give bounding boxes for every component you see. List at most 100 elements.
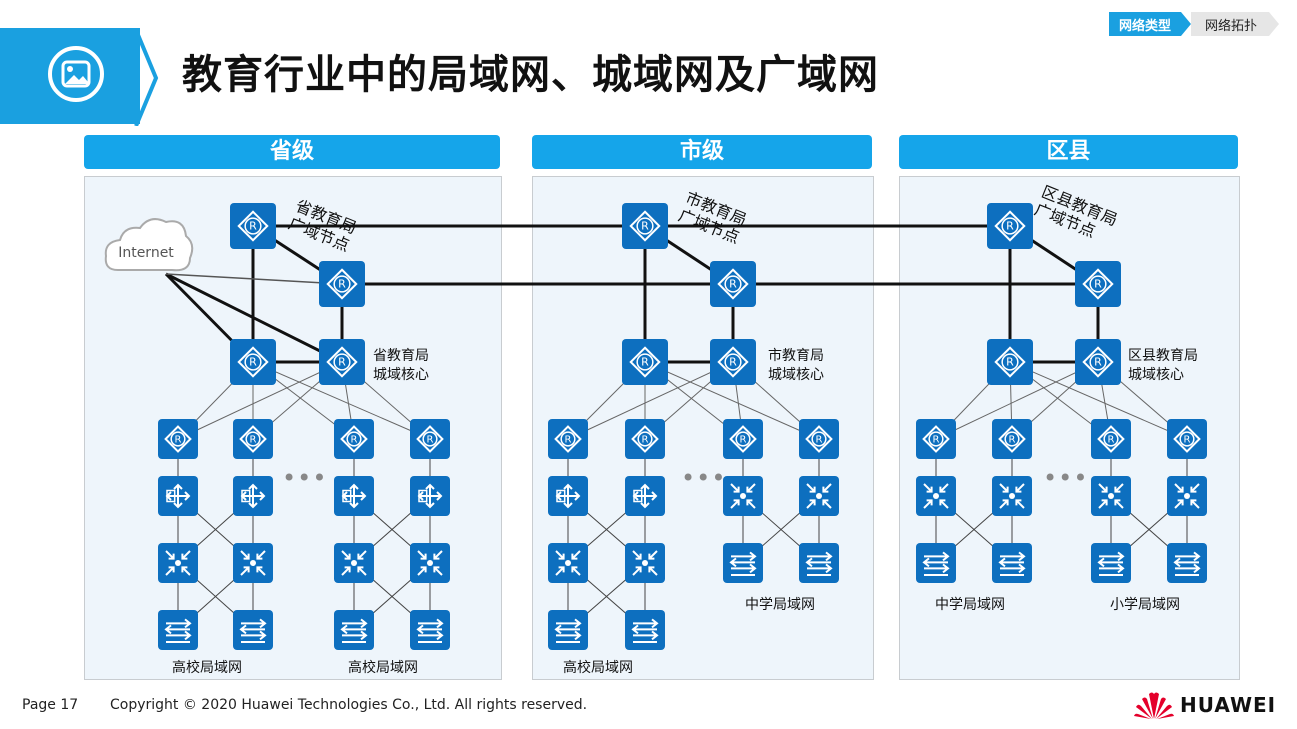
prov-univ1-router-right-0[interactable]: R — [233, 419, 273, 459]
svg-text:R: R — [641, 356, 649, 369]
dist-primary-core-left-1[interactable] — [1091, 476, 1131, 516]
title-accent-bar — [0, 28, 140, 124]
prov-univ1-core-left-2[interactable] — [158, 543, 198, 583]
svg-text:R: R — [1009, 435, 1016, 446]
copyright: Copyright © 2020 Huawei Technologies Co.… — [110, 697, 588, 713]
dist-wan-router-2[interactable]: R — [1075, 261, 1121, 307]
prov-univ2-firewall-left-1[interactable] — [334, 476, 374, 516]
prov-univ2-router-left-0[interactable]: R — [334, 419, 374, 459]
city-middle-core-right-1[interactable] — [799, 476, 839, 516]
prov-univ2-core-right-2[interactable] — [410, 543, 450, 583]
prov-univ1-firewall-right-1[interactable] — [233, 476, 273, 516]
prov-univ1-firewall-left-1[interactable] — [158, 476, 198, 516]
city-univ-firewall-right-1[interactable] — [625, 476, 665, 516]
svg-text:R: R — [1094, 356, 1102, 369]
primary-lan-label: 小学局域网 — [1110, 597, 1180, 613]
internet-link-3 — [165, 273, 343, 285]
prov-man-router-2[interactable]: R — [319, 339, 365, 385]
ellipsis-district: ••• — [1043, 464, 1089, 492]
prov-univ2-core-left-2[interactable] — [334, 543, 374, 583]
svg-text:R: R — [729, 278, 737, 291]
city-middle-router-left-0[interactable]: R — [723, 419, 763, 459]
breadcrumb-arrow-icon — [1180, 12, 1191, 36]
breadcrumb-arrow-icon — [1269, 12, 1279, 36]
prov-man-router-1[interactable]: R — [230, 339, 276, 385]
dist-middle-switch-right-2[interactable] — [992, 543, 1032, 583]
middle-lan-label-2: 中学局域网 — [935, 597, 1005, 613]
svg-text:R: R — [1006, 356, 1014, 369]
dist-middle-router-right-0[interactable]: R — [992, 419, 1032, 459]
svg-text:R: R — [249, 220, 257, 233]
dist-fan-a-3 — [1009, 361, 1188, 440]
dist-man-label-line2: 城域核心 — [1128, 367, 1184, 383]
ellipsis-province: ••• — [282, 464, 328, 492]
prov-univ2-router-right-0[interactable]: R — [410, 419, 450, 459]
dist-wan-router-1[interactable]: R — [987, 203, 1033, 249]
dist-primary-switch-left-2[interactable] — [1091, 543, 1131, 583]
section-heading-city: 市级 — [532, 135, 872, 169]
prov-univ1-switch-right-3[interactable] — [233, 610, 273, 650]
svg-text:R: R — [338, 278, 346, 291]
city-univ-switch-right-3[interactable] — [625, 610, 665, 650]
prov-wan-router-1[interactable]: R — [230, 203, 276, 249]
page-title: 教育行业中的局域网、城域网及广域网 — [182, 52, 879, 98]
city-middle-switch-right-2[interactable] — [799, 543, 839, 583]
svg-text:R: R — [1184, 435, 1191, 446]
prov-univ2-switch-right-3[interactable] — [410, 610, 450, 650]
city-univ-core-left-2[interactable] — [548, 543, 588, 583]
image-icon — [48, 46, 104, 102]
huawei-petal-icon — [1134, 692, 1174, 719]
svg-text:R: R — [175, 435, 182, 446]
dist-man-label: 区县教育局 城域核心 — [1128, 347, 1198, 385]
svg-text:R: R — [641, 220, 649, 233]
svg-text:R: R — [740, 435, 747, 446]
univ-lan-label-1: 高校局域网 — [172, 660, 242, 676]
prov-univ2-switch-left-3[interactable] — [334, 610, 374, 650]
city-middle-router-right-0[interactable]: R — [799, 419, 839, 459]
prov-univ1-switch-left-3[interactable] — [158, 610, 198, 650]
svg-text:R: R — [1006, 220, 1014, 233]
dist-middle-core-right-1[interactable] — [992, 476, 1032, 516]
svg-text:R: R — [338, 356, 346, 369]
city-wan-router-2[interactable]: R — [710, 261, 756, 307]
breadcrumb-item-network-types[interactable]: 网络类型 — [1108, 12, 1181, 36]
prov-univ1-router-left-0[interactable]: R — [158, 419, 198, 459]
city-man-label-line1: 市教育局 — [768, 348, 824, 364]
svg-text:R: R — [427, 435, 434, 446]
svg-text:R: R — [250, 435, 257, 446]
ellipsis-city: ••• — [681, 464, 727, 492]
dist-man-router-2[interactable]: R — [1075, 339, 1121, 385]
dist-primary-router-left-0[interactable]: R — [1091, 419, 1131, 459]
prov-wan-router-2[interactable]: R — [319, 261, 365, 307]
prov-man-label-line1: 省教育局 — [373, 348, 429, 364]
city-middle-switch-left-2[interactable] — [723, 543, 763, 583]
prov-univ1-core-right-2[interactable] — [233, 543, 273, 583]
city-man-router-2[interactable]: R — [710, 339, 756, 385]
city-man-label: 市教育局 城域核心 — [768, 347, 824, 385]
svg-text:R: R — [1108, 435, 1115, 446]
city-univ-router-right-0[interactable]: R — [625, 419, 665, 459]
city-univ-switch-left-3[interactable] — [548, 610, 588, 650]
breadcrumb-item-network-topology[interactable]: 网络拓扑 — [1190, 12, 1269, 36]
dist-man-router-1[interactable]: R — [987, 339, 1033, 385]
city-middle-core-left-1[interactable] — [723, 476, 763, 516]
city-man-router-1[interactable]: R — [622, 339, 668, 385]
city-man-label-line2: 城域核心 — [768, 367, 824, 383]
svg-text:R: R — [642, 435, 649, 446]
svg-text:R: R — [816, 435, 823, 446]
city-univ-core-right-2[interactable] — [625, 543, 665, 583]
dist-middle-router-left-0[interactable]: R — [916, 419, 956, 459]
city-univ-router-left-0[interactable]: R — [548, 419, 588, 459]
dist-primary-switch-right-2[interactable] — [1167, 543, 1207, 583]
internet-cloud: Internet — [104, 218, 194, 272]
dist-primary-router-right-0[interactable]: R — [1167, 419, 1207, 459]
city-univ-firewall-left-1[interactable] — [548, 476, 588, 516]
dist-primary-core-right-1[interactable] — [1167, 476, 1207, 516]
svg-text:R: R — [351, 435, 358, 446]
dist-middle-core-left-1[interactable] — [916, 476, 956, 516]
svg-text:R: R — [933, 435, 940, 446]
prov-univ2-firewall-right-1[interactable] — [410, 476, 450, 516]
city-wan-router-1[interactable]: R — [622, 203, 668, 249]
dist-middle-switch-left-2[interactable] — [916, 543, 956, 583]
